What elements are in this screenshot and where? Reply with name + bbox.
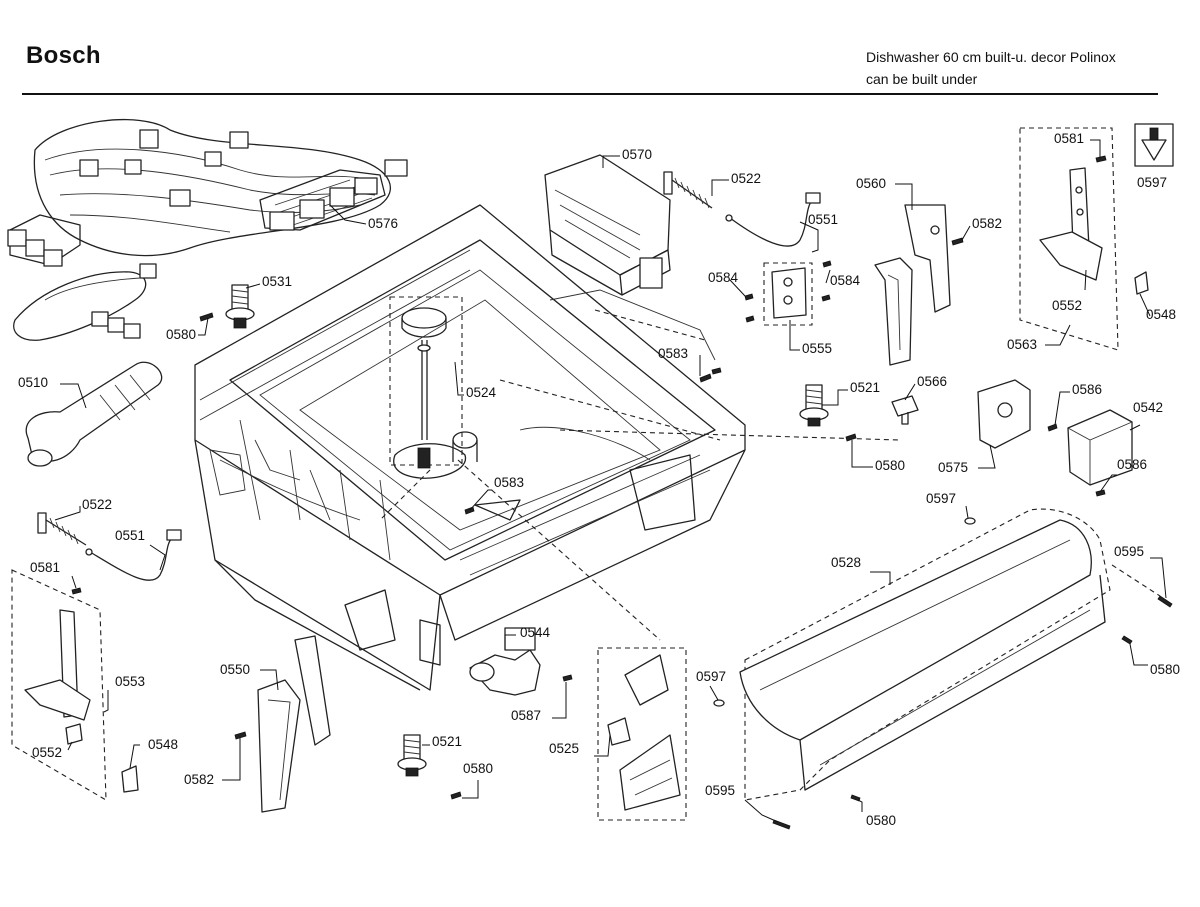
callout-0581: 0581 <box>30 560 60 575</box>
callout-0551: 0551 <box>115 528 145 543</box>
callout-0582: 0582 <box>972 216 1002 231</box>
brand-title: Bosch <box>26 42 101 69</box>
door-spring-top <box>663 171 713 209</box>
header-divider <box>22 93 1158 95</box>
dashed-group-0563 <box>1019 127 1119 351</box>
callout-0580: 0580 <box>866 813 896 828</box>
callout-0570: 0570 <box>622 147 652 162</box>
callout-0580: 0580 <box>875 458 905 473</box>
callout-0550: 0550 <box>220 662 250 677</box>
callout-0542: 0542 <box>1133 400 1163 415</box>
callout-0555: 0555 <box>802 341 832 356</box>
callout-0597: 0597 <box>1137 175 1167 190</box>
door-spring-left <box>37 512 87 546</box>
callout-0597: 0597 <box>696 669 726 684</box>
leader-lines <box>54 139 1167 823</box>
callout-0552: 0552 <box>32 745 62 760</box>
hinge-bracket-right <box>874 204 951 366</box>
callout-0584: 0584 <box>830 273 861 288</box>
adjustable-foot-right <box>799 384 829 427</box>
wiring-harness <box>7 119 408 341</box>
dashed-group-0524 <box>389 296 463 469</box>
callout-0553: 0553 <box>115 674 145 689</box>
callout-0552: 0552 <box>1052 298 1082 313</box>
kick-plate <box>739 508 1111 801</box>
clip-left <box>121 765 139 793</box>
callout-0595: 0595 <box>705 783 735 798</box>
callout-0583: 0583 <box>494 475 524 490</box>
dashed-group-0553 <box>11 569 107 801</box>
callout-0580: 0580 <box>166 327 196 342</box>
callout-0576: 0576 <box>368 216 398 231</box>
callout-0525: 0525 <box>549 741 579 756</box>
callout-0531: 0531 <box>262 274 292 289</box>
callout-0566: 0566 <box>917 374 947 389</box>
small-valve <box>891 395 919 425</box>
seal-icon-box <box>1134 123 1174 167</box>
callout-0580: 0580 <box>1150 662 1180 677</box>
adjustable-foot-top <box>225 284 255 329</box>
dashed-group-0525 <box>597 647 687 821</box>
callout-0544: 0544 <box>520 625 551 640</box>
clip-right <box>1134 271 1149 295</box>
model-description: Dishwasher 60 cm built-u. decor Polinox … <box>866 46 1116 90</box>
callout-0521: 0521 <box>432 734 462 749</box>
sensor-cable-left <box>85 529 182 581</box>
sensor-cable-top <box>725 192 821 247</box>
module-0575 <box>977 379 1031 449</box>
callout-0595: 0595 <box>1114 544 1144 559</box>
cover-0542 <box>1067 409 1133 486</box>
adjustable-foot-bottom <box>397 734 427 777</box>
callout-0510: 0510 <box>18 375 48 390</box>
callout-0575: 0575 <box>938 460 968 475</box>
callout-0548: 0548 <box>1146 307 1176 322</box>
callout-0522: 0522 <box>731 171 761 186</box>
control-module <box>544 154 671 296</box>
callout-0521: 0521 <box>850 380 880 395</box>
dashed-group-0555 <box>763 262 813 326</box>
callout-0582: 0582 <box>184 772 214 787</box>
drain-hose <box>25 361 163 467</box>
callout-0580: 0580 <box>463 761 493 776</box>
callout-0584: 0584 <box>708 270 739 285</box>
callout-0586: 0586 <box>1072 382 1102 397</box>
connection-lines <box>379 309 1161 641</box>
description-line-2: can be built under <box>866 71 978 87</box>
callout-0528: 0528 <box>831 555 861 570</box>
callout-0551: 0551 <box>808 212 838 227</box>
callout-0581: 0581 <box>1054 131 1084 146</box>
callout-0524: 0524 <box>466 385 497 400</box>
callout-0548: 0548 <box>148 737 178 752</box>
callout-labels: 0576 0531 0580 0510 0524 0570 0522 0551 0584 0584… <box>18 131 1180 828</box>
hinge-bracket-left <box>257 635 331 813</box>
callout-0597: 0597 <box>926 491 956 506</box>
callout-0563: 0563 <box>1007 337 1037 352</box>
callout-0583: 0583 <box>658 346 688 361</box>
callout-0560: 0560 <box>856 176 886 191</box>
callout-0586: 0586 <box>1117 457 1147 472</box>
callout-0587: 0587 <box>511 708 541 723</box>
description-line-1: Dishwasher 60 cm built-u. decor Polinox <box>866 49 1116 65</box>
inlet-valve <box>469 627 541 696</box>
callout-0522: 0522 <box>82 497 112 512</box>
